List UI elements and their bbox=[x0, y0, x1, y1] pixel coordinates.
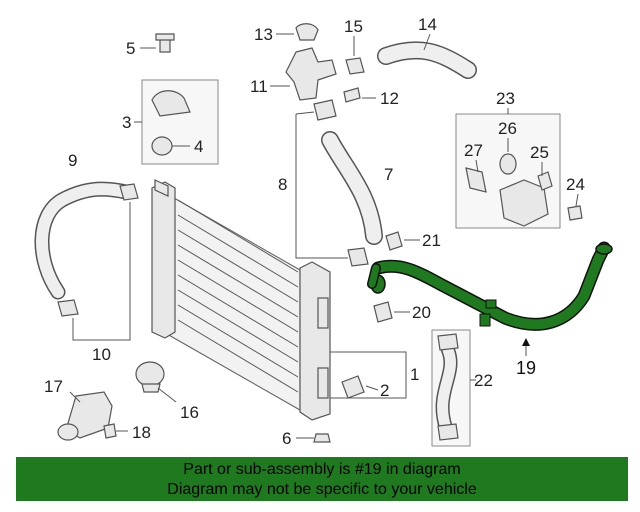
callout-3: 3 bbox=[122, 113, 131, 132]
banner-line-part: Part or sub-assembly is #19 in diagram bbox=[183, 461, 461, 478]
hose-14 bbox=[377, 33, 477, 79]
callout-2: 2 bbox=[380, 381, 389, 400]
assembly-box-3 bbox=[134, 79, 219, 165]
callout-17: 17 bbox=[44, 377, 63, 396]
callout-13: 13 bbox=[254, 25, 273, 44]
callout-1: 1 bbox=[410, 365, 419, 384]
callout-5: 5 bbox=[126, 39, 135, 58]
thermostat-housing-11 bbox=[140, 23, 376, 103]
callout-8: 8 bbox=[278, 175, 287, 194]
hose-9 bbox=[34, 181, 139, 317]
callout-20: 20 bbox=[412, 303, 431, 322]
thermostat-16-17-18 bbox=[57, 361, 331, 443]
callout-25: 25 bbox=[530, 143, 549, 162]
callout-10-bracket bbox=[72, 202, 131, 341]
callout-15: 15 bbox=[344, 17, 363, 36]
callout-22: 22 bbox=[474, 371, 493, 390]
callout-24: 24 bbox=[566, 175, 585, 194]
callout-6: 6 bbox=[282, 429, 291, 448]
radiator bbox=[151, 179, 331, 421]
callout-11: 11 bbox=[250, 77, 268, 96]
callout-4: 4 bbox=[194, 137, 203, 156]
hose-22 bbox=[431, 329, 476, 447]
callout-18: 18 bbox=[132, 423, 151, 442]
callout-10: 10 bbox=[92, 345, 111, 364]
callout-9: 9 bbox=[68, 151, 77, 170]
callout-19[interactable]: 19 bbox=[516, 358, 536, 378]
callout-26: 26 bbox=[498, 119, 517, 138]
info-banner: Part or sub-assembly is #19 in diagram D… bbox=[16, 457, 628, 501]
callout-23: 23 bbox=[496, 89, 515, 108]
hose-7 bbox=[295, 99, 383, 267]
parts-diagram: 1 2 3 4 5 6 7 8 9 10 11 12 13 14 15 16 1… bbox=[34, 15, 613, 448]
assembly-box-23 bbox=[455, 108, 583, 229]
banner-line-disclaimer: Diagram may not be specific to your vehi… bbox=[167, 481, 477, 498]
callout-21: 21 bbox=[422, 231, 441, 250]
callout-16: 16 bbox=[180, 403, 199, 422]
callout-14: 14 bbox=[418, 15, 437, 34]
callout-27: 27 bbox=[464, 141, 483, 160]
callout-7: 7 bbox=[384, 165, 393, 184]
clips-20-21 bbox=[373, 231, 420, 323]
part-19-coolant-pipe[interactable] bbox=[367, 241, 613, 331]
bracket-1-2 bbox=[330, 351, 407, 399]
callout-12: 12 bbox=[380, 89, 399, 108]
